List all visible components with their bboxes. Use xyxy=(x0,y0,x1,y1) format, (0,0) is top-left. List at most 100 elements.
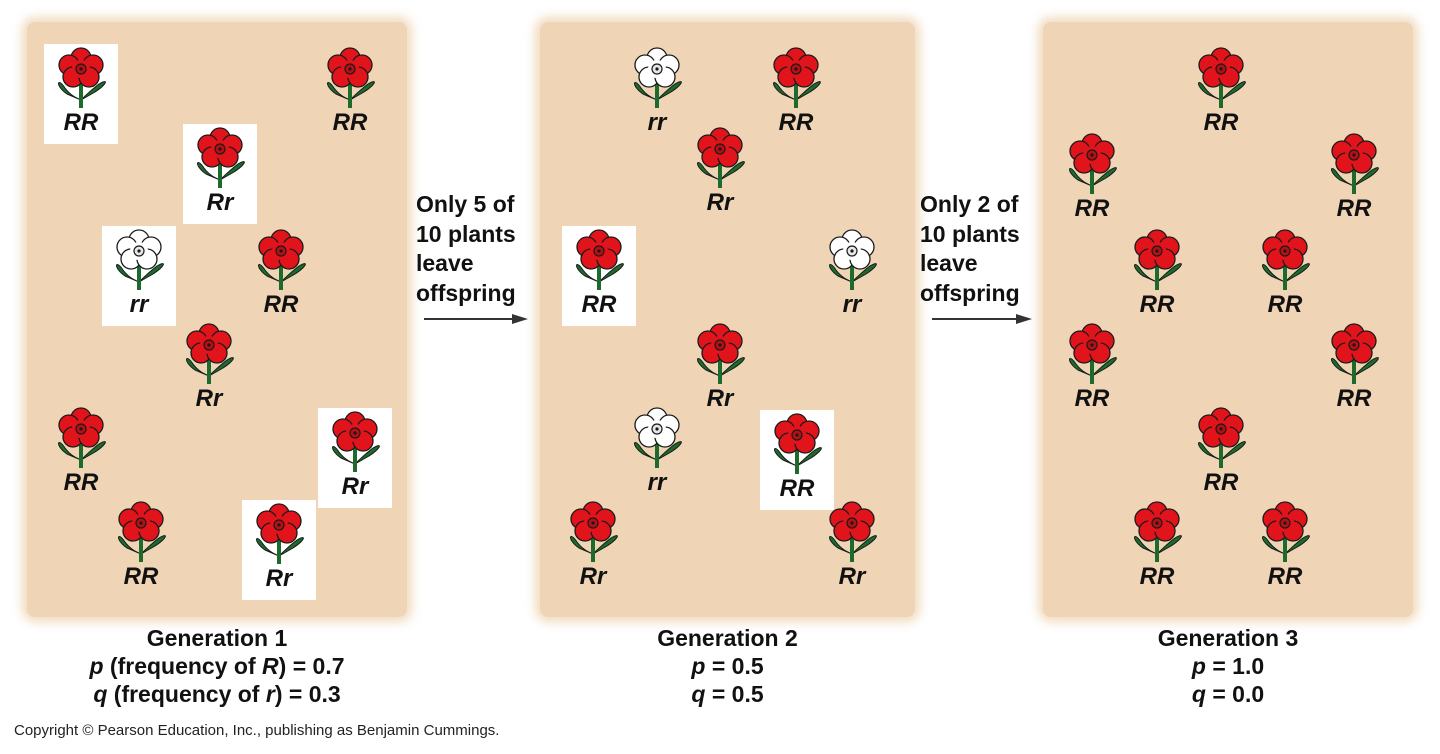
p-value: = 0.7 xyxy=(286,653,345,679)
plant-rr: rr xyxy=(815,226,889,326)
plant-RR: RR xyxy=(562,226,636,326)
right-arrow-icon xyxy=(932,314,1032,324)
genotype-label: Rr xyxy=(341,473,369,500)
genotype-label: RR xyxy=(1336,385,1372,412)
selection-note-line: leave xyxy=(920,250,978,276)
red-flower-icon xyxy=(186,323,234,384)
red-flower-icon xyxy=(774,413,822,474)
selection-note-line: 10 plants xyxy=(920,220,1020,247)
selection-note-1: Only 5 of 10 plants leave offspring xyxy=(416,190,516,308)
selection-note-2: Only 2 of 10 plants leave offspring xyxy=(920,190,1020,308)
right-arrow-icon xyxy=(424,314,528,324)
plant-RR: RR xyxy=(1317,130,1391,230)
plant-Rr: Rr xyxy=(683,320,757,420)
stat-text: ) xyxy=(278,653,287,679)
red-flower-icon xyxy=(58,47,106,108)
red-flower-icon xyxy=(327,47,375,108)
selection-note-line: Only 2 of xyxy=(920,191,1019,217)
genotype-label: Rr xyxy=(206,189,234,216)
stat-text: ) xyxy=(274,681,283,707)
red-flower-icon xyxy=(697,127,745,188)
plant-Rr: Rr xyxy=(183,124,257,224)
plant-RR: RR xyxy=(759,44,833,144)
plant-RR: RR xyxy=(1120,498,1194,598)
red-flower-icon xyxy=(1198,407,1246,468)
genotype-label: RR xyxy=(1336,195,1372,222)
genotype-label: RR xyxy=(1267,563,1303,590)
red-flower-icon xyxy=(1262,229,1310,290)
q-symbol: q xyxy=(1191,681,1206,707)
red-flower-icon xyxy=(1134,229,1182,290)
stat-text: (frequency of xyxy=(107,681,266,707)
q-value: = 0.0 xyxy=(1205,681,1265,707)
plant-rr: rr xyxy=(620,404,694,504)
white-flower-icon xyxy=(116,229,164,290)
p-value: = 0.5 xyxy=(705,653,764,679)
genotype-label: RR xyxy=(1267,291,1303,318)
red-flower-icon xyxy=(1262,501,1310,562)
plant-RR: RR xyxy=(1184,44,1258,144)
allele-symbol: R xyxy=(262,653,279,679)
p-symbol: p xyxy=(1191,653,1206,679)
white-flower-icon xyxy=(634,47,682,108)
genotype-label: Rr xyxy=(838,563,866,590)
plant-RR: RR xyxy=(104,498,178,598)
plant-Rr: Rr xyxy=(242,500,316,600)
generation-2-q-line: q = 0.5 xyxy=(540,680,915,708)
genotype-label: RR xyxy=(581,291,617,318)
red-flower-icon xyxy=(1069,323,1117,384)
plant-Rr: Rr xyxy=(815,498,889,598)
red-flower-icon xyxy=(332,411,380,472)
selection-note-line: 10 plants xyxy=(416,220,516,247)
plant-Rr: Rr xyxy=(172,320,246,420)
generation-2-title: Generation 2 xyxy=(657,625,798,651)
plant-RR: RR xyxy=(1317,320,1391,420)
genotype-label: RR xyxy=(779,475,815,502)
plant-RR: RR xyxy=(1248,226,1322,326)
plant-RR: RR xyxy=(760,410,834,510)
generation-1-q-line: q (frequency of r) = 0.3 xyxy=(27,680,407,708)
genotype-label: Rr xyxy=(195,385,223,412)
generation-2-p-line: p = 0.5 xyxy=(540,652,915,680)
plant-RR: RR xyxy=(1184,404,1258,504)
selection-note-line: Only 5 of xyxy=(416,191,515,217)
red-flower-icon xyxy=(58,407,106,468)
genotype-label: RR xyxy=(1074,385,1110,412)
copyright-notice: Copyright © Pearson Education, Inc., pub… xyxy=(14,722,500,739)
plant-RR: RR xyxy=(1055,320,1129,420)
genotype-label: rr xyxy=(129,291,149,318)
allele-symbol: r xyxy=(265,681,275,707)
p-value: = 1.0 xyxy=(1205,653,1265,679)
genotype-label: RR xyxy=(63,469,99,496)
plant-RR: RR xyxy=(1248,498,1322,598)
generation-3-title: Generation 3 xyxy=(1157,625,1299,651)
plant-RR: RR xyxy=(244,226,318,326)
genotype-label: rr xyxy=(647,469,667,496)
selection-note-line: offspring xyxy=(920,279,1020,306)
red-flower-icon xyxy=(1134,501,1182,562)
plant-RR: RR xyxy=(1055,130,1129,230)
generation-1-p-line: p (frequency of R) = 0.7 xyxy=(27,652,407,680)
genotype-label: Rr xyxy=(706,189,734,216)
plant-rr: rr xyxy=(102,226,176,326)
p-symbol: p xyxy=(691,653,706,679)
red-flower-icon xyxy=(1331,323,1379,384)
genotype-label: Rr xyxy=(579,563,607,590)
plant-Rr: Rr xyxy=(318,408,392,508)
red-flower-icon xyxy=(118,501,166,562)
genotype-label: rr xyxy=(842,291,862,318)
genotype-label: RR xyxy=(263,291,299,318)
generation-3-panel xyxy=(1043,22,1413,617)
red-flower-icon xyxy=(197,127,245,188)
selection-note-line: offspring xyxy=(416,279,516,306)
red-flower-icon xyxy=(1331,133,1379,194)
red-flower-icon xyxy=(829,501,877,562)
plant-RR: RR xyxy=(44,44,118,144)
genotype-label: Rr xyxy=(706,385,734,412)
red-flower-icon xyxy=(256,503,304,564)
genotype-label: Rr xyxy=(265,565,293,592)
red-flower-icon xyxy=(697,323,745,384)
genotype-label: RR xyxy=(1074,195,1110,222)
generation-1-title: Generation 1 xyxy=(146,625,288,651)
red-flower-icon xyxy=(1198,47,1246,108)
